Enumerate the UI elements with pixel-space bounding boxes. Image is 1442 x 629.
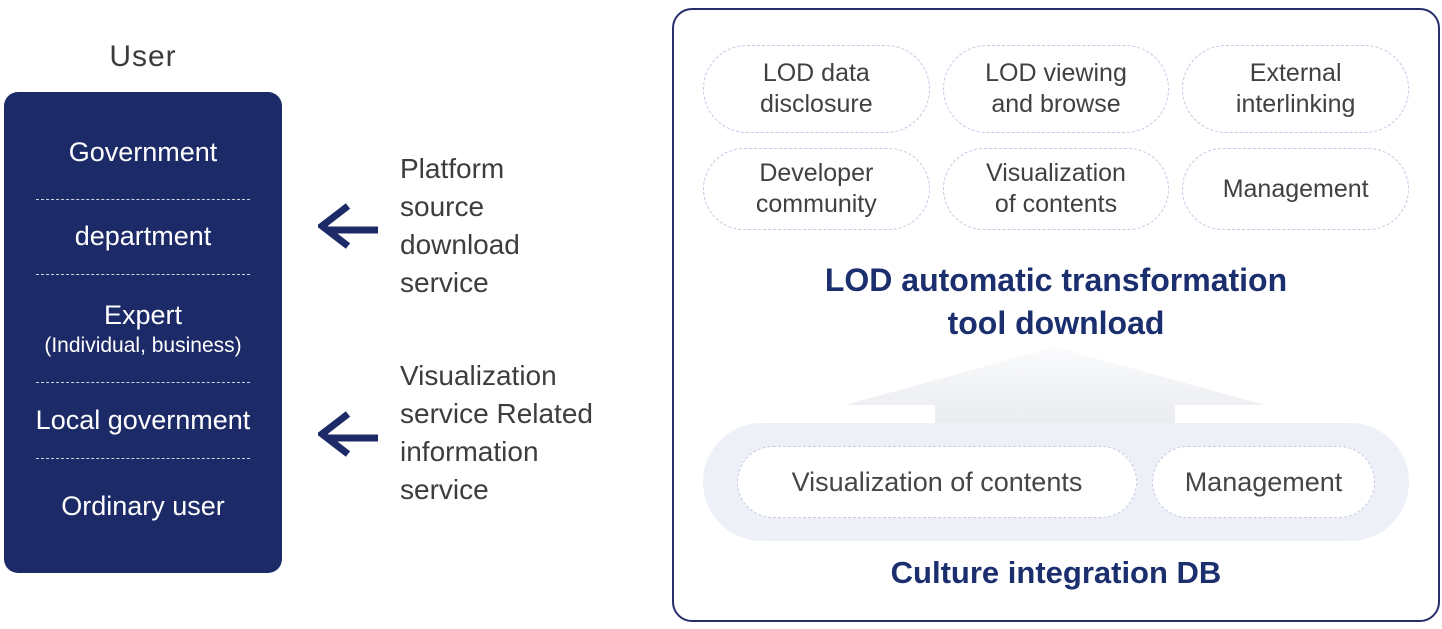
dashed-divider (36, 273, 250, 275)
up-arrow-icon (845, 347, 1265, 435)
user-item-label: Expert (103, 299, 183, 330)
user-item-government: Government (4, 106, 282, 199)
pill-lod-data-disclosure: LOD data disclosure (703, 45, 930, 133)
user-item-ordinary-user: Ordinary user (4, 459, 282, 555)
pill-external-interlinking: External interlinking (1182, 45, 1409, 133)
user-item-label: Local government (35, 405, 251, 435)
platform-panel: LOD data disclosure LOD viewing and brow… (672, 8, 1440, 622)
user-group-title: User (109, 40, 177, 73)
user-item-label: Government (68, 136, 218, 167)
user-item-expert: Expert (Individual, business) (4, 275, 282, 383)
visualization-service-label: Visualization service Related informatio… (400, 360, 593, 505)
db-pill-visualization-of-contents: Visualization of contents (737, 446, 1137, 518)
db-pill-management: Management (1152, 446, 1375, 518)
culture-integration-db-label: Culture integration DB (890, 555, 1222, 590)
left-arrow-icon (318, 203, 378, 249)
user-item-local-government: Local government (4, 383, 282, 457)
platform-source-service-label: Platform source download service (400, 153, 520, 298)
pill-developer-community: Developer community (703, 148, 930, 230)
user-group-box: Government department Expert (Individual… (4, 92, 282, 573)
dashed-divider (36, 198, 250, 200)
feature-pill-grid: LOD data disclosure LOD viewing and brow… (703, 45, 1409, 230)
user-item-label: Ordinary user (61, 491, 225, 522)
pill-visualization-of-contents: Visualization of contents (942, 148, 1170, 230)
user-item-department: department (4, 200, 282, 274)
left-arrow-icon (318, 411, 378, 457)
pill-management: Management (1182, 148, 1409, 230)
dashed-divider (36, 382, 250, 384)
user-item-label: department (74, 221, 212, 252)
pill-lod-viewing-and-browse: LOD viewing and browse (942, 45, 1170, 133)
user-item-sublabel: (Individual, business) (44, 333, 242, 357)
lod-tool-download-heading: LOD automatic transformation tool downlo… (824, 262, 1288, 341)
culture-db-container: Visualization of contents Management (703, 423, 1409, 541)
dashed-divider (36, 457, 250, 459)
